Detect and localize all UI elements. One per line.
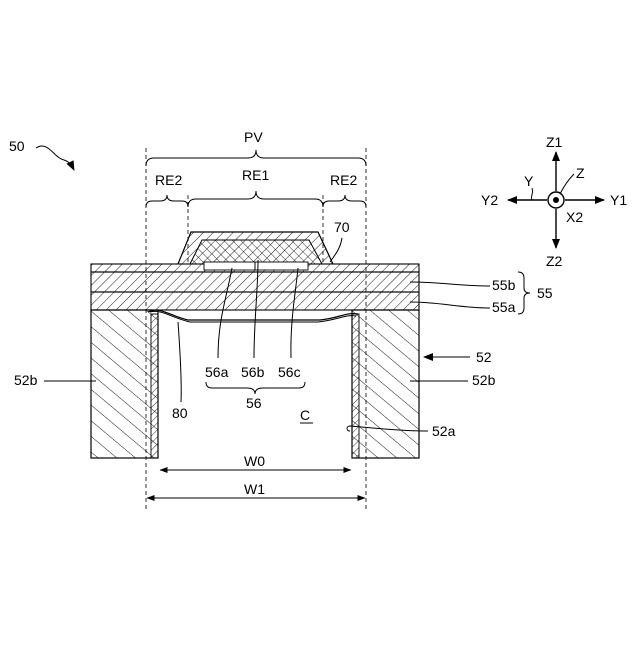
label-re2-right: RE2 <box>330 172 357 188</box>
liner-left <box>151 314 158 458</box>
label-56b: 56b <box>241 364 265 380</box>
label-pv: PV <box>244 129 263 145</box>
label-52b-left: 52b <box>14 372 38 388</box>
label-z2: Z2 <box>546 253 563 269</box>
label-55a: 55a <box>492 299 516 315</box>
label-55: 55 <box>537 285 553 301</box>
layer-55a <box>91 292 419 310</box>
leader-55a <box>410 302 490 308</box>
label-y: Y <box>524 173 534 189</box>
substrate-left-block <box>91 310 158 458</box>
label-50: 50 <box>9 138 25 154</box>
brace-re2-left <box>146 195 188 207</box>
label-re1: RE1 <box>242 167 269 183</box>
axis-x-dot-icon <box>553 197 559 203</box>
label-w0: W0 <box>244 453 265 469</box>
label-52b-right: 52b <box>472 372 496 388</box>
coordinate-axes: Z1 Z2 Y1 Y2 X2 Y Z <box>481 134 627 269</box>
leader-70 <box>330 238 342 262</box>
leader-80 <box>178 322 181 402</box>
label-re2-left: RE2 <box>155 172 182 188</box>
electrode-56b-body <box>190 240 322 264</box>
electrode-56a-56c-strip <box>204 262 308 270</box>
label-56a: 56a <box>205 364 229 380</box>
pointer-50 <box>36 146 74 170</box>
label-55b: 55b <box>492 277 516 293</box>
label-80: 80 <box>172 405 188 421</box>
brace-55 <box>518 272 530 314</box>
layer-55b <box>91 272 419 292</box>
substrate-right-block <box>352 310 419 458</box>
label-52: 52 <box>476 349 492 365</box>
brace-re2-right <box>323 195 366 207</box>
label-56: 56 <box>246 395 262 411</box>
brace-56 <box>206 382 305 394</box>
brace-pv <box>146 150 366 166</box>
label-y1: Y1 <box>610 192 627 208</box>
label-y2: Y2 <box>481 192 498 208</box>
brace-re1 <box>188 191 323 207</box>
leader-55b <box>410 282 490 286</box>
label-z1: Z1 <box>546 134 563 150</box>
label-52a: 52a <box>432 423 456 439</box>
label-w1: W1 <box>244 481 265 497</box>
label-x2: X2 <box>566 209 583 225</box>
label-56c: 56c <box>278 364 301 380</box>
label-z: Z <box>576 165 585 181</box>
label-70: 70 <box>334 219 350 235</box>
liner-right <box>352 314 359 458</box>
label-cavity: C <box>300 407 310 423</box>
